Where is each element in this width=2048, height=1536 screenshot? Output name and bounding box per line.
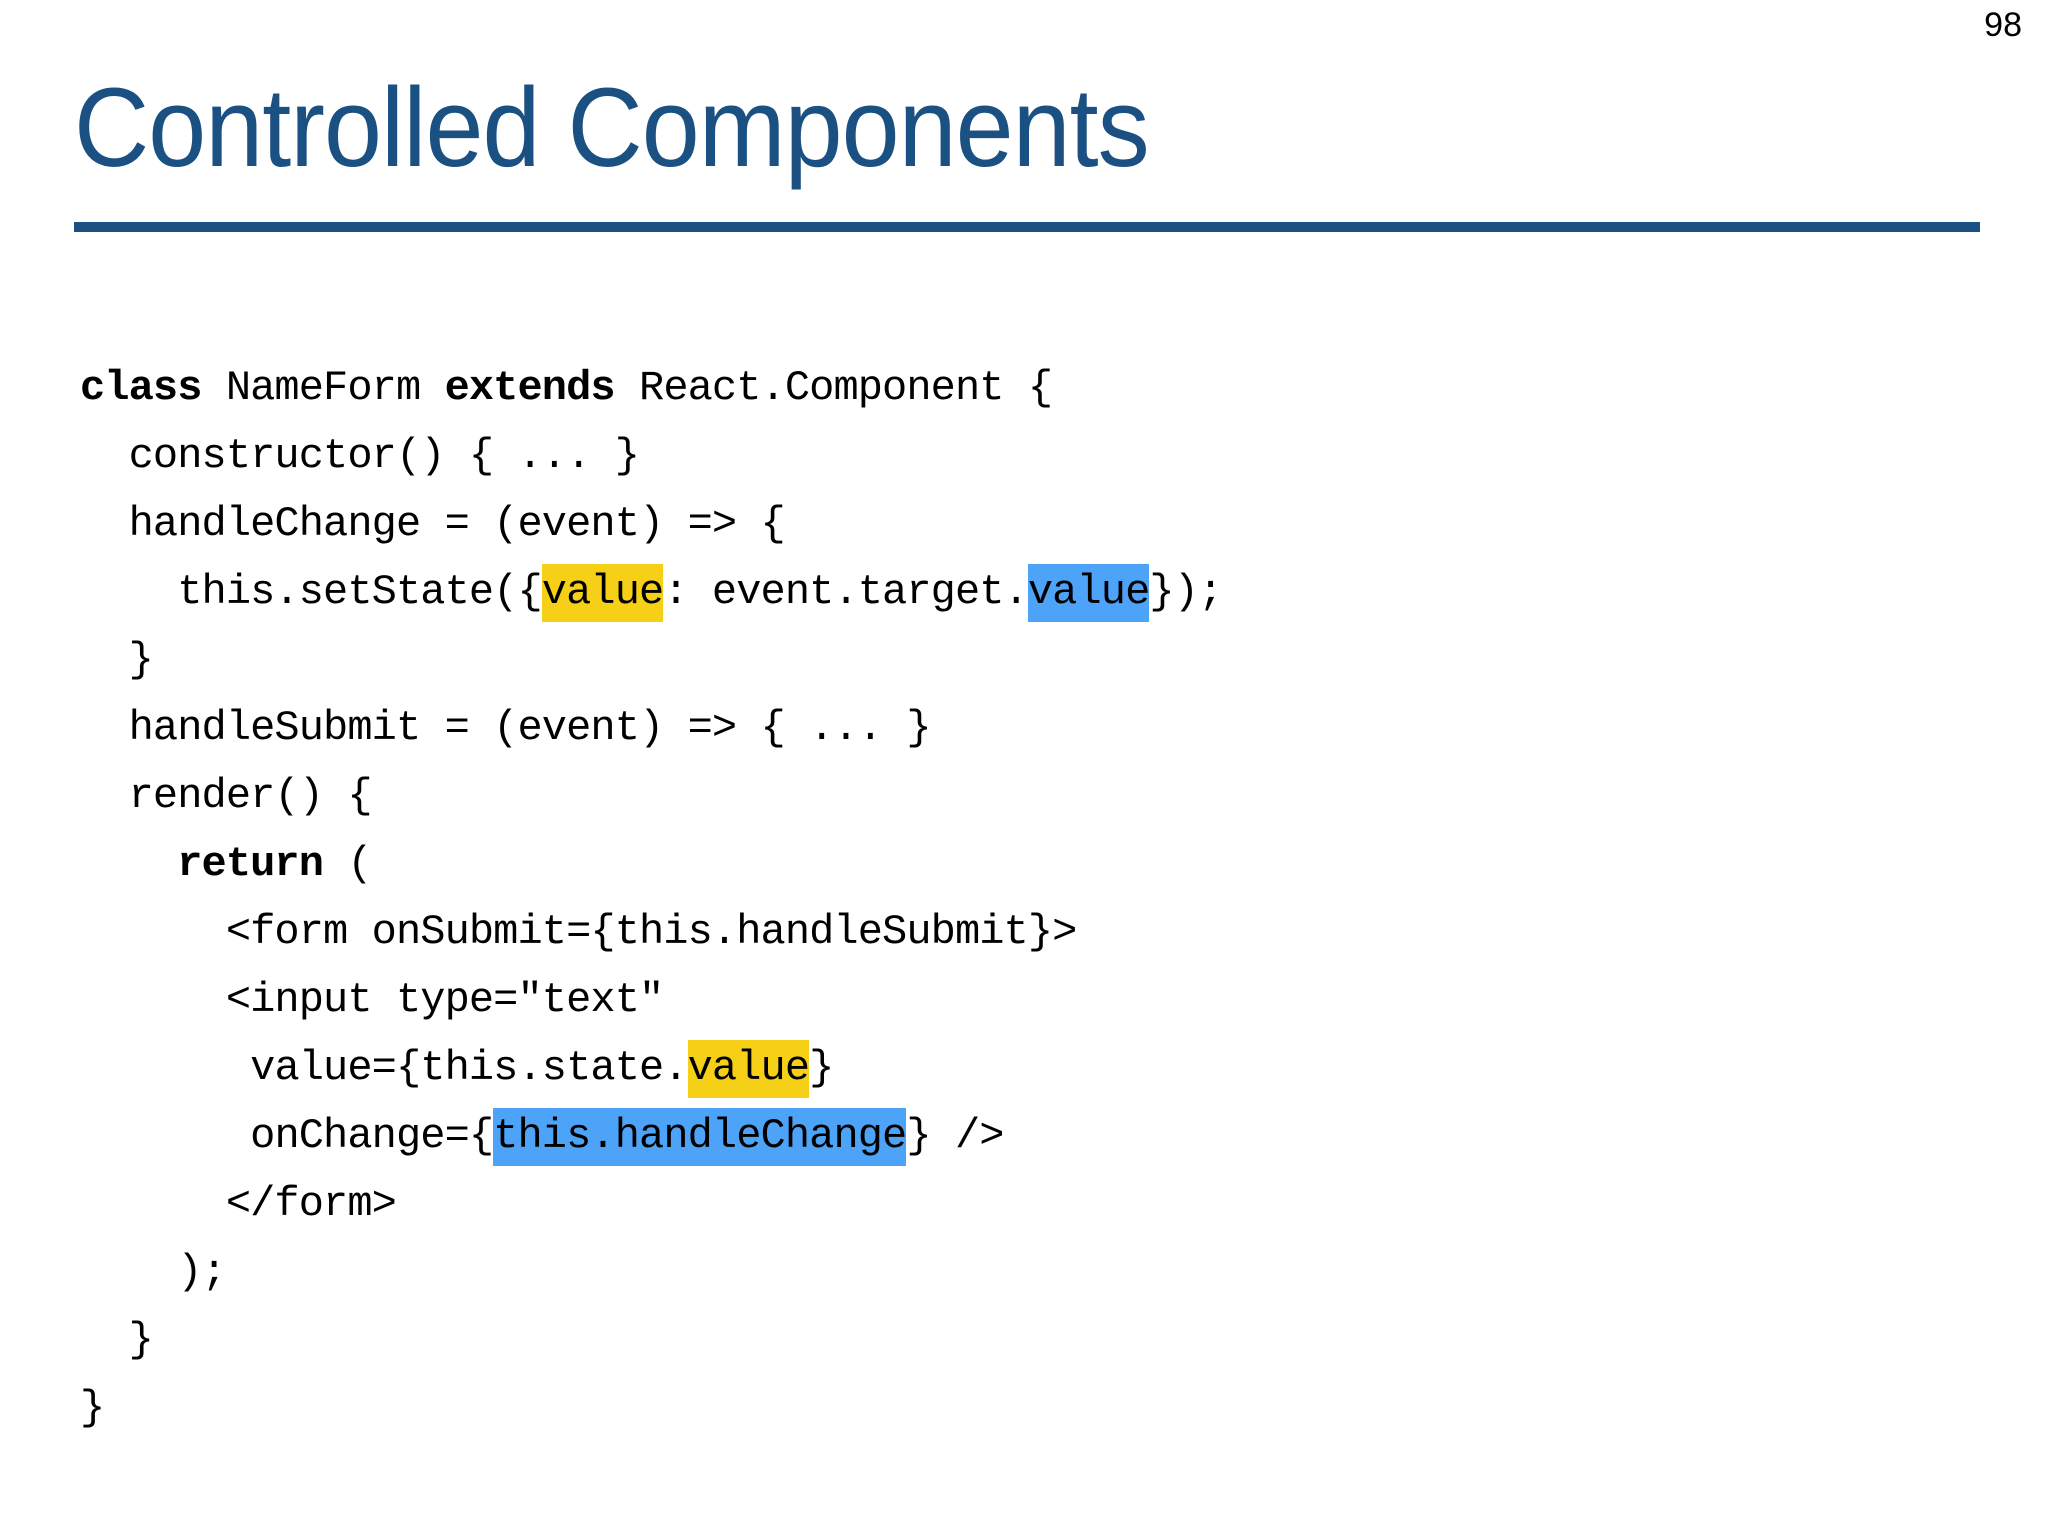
code-line: ); xyxy=(80,1238,1222,1306)
code-indent xyxy=(80,568,177,616)
code-text: : event.target. xyxy=(663,568,1028,616)
code-line: </form> xyxy=(80,1170,1222,1238)
code-block: class NameForm extends React.Component {… xyxy=(80,354,1223,1442)
code-indent xyxy=(80,772,129,820)
code-indent xyxy=(80,1044,250,1092)
code-line: <input type="text" xyxy=(80,966,1222,1034)
page-title: Controlled Components xyxy=(74,65,1150,190)
code-line: render() { xyxy=(80,762,1222,830)
highlight-blue: value xyxy=(1027,564,1150,622)
code-text: value={this.state. xyxy=(250,1044,688,1092)
code-indent xyxy=(80,1180,226,1228)
code-line: handleSubmit = (event) => { ... } xyxy=(80,694,1222,762)
code-indent xyxy=(80,976,226,1024)
code-text: } xyxy=(128,1316,154,1364)
code-indent xyxy=(80,636,129,684)
code-line: this.setState({value: event.target.value… xyxy=(80,558,1223,626)
code-indent xyxy=(80,1248,177,1296)
title-underline-rule xyxy=(74,222,1980,232)
code-text: constructor() { ... } xyxy=(128,432,640,480)
code-text: <form onSubmit={this.handleSubmit}> xyxy=(225,908,1078,956)
code-keyword: class xyxy=(80,364,226,412)
code-line: constructor() { ... } xyxy=(80,422,1222,490)
code-keyword: return xyxy=(177,840,348,888)
code-indent xyxy=(80,1112,250,1160)
code-indent xyxy=(80,704,129,752)
code-text: ); xyxy=(177,1248,227,1296)
code-text: this.setState({ xyxy=(177,568,542,616)
code-indent xyxy=(80,1316,129,1364)
code-text: handleChange = (event) => { xyxy=(128,500,786,548)
code-line: value={this.state.value} xyxy=(80,1034,1222,1102)
code-line: } xyxy=(80,1306,1222,1374)
code-text: } xyxy=(128,636,154,684)
code-text: } xyxy=(809,1044,834,1092)
page-number: 98 xyxy=(1984,6,2022,44)
code-text: handleSubmit = (event) => { ... } xyxy=(128,704,932,752)
code-text: ( xyxy=(347,840,372,888)
code-text: }); xyxy=(1149,568,1223,616)
code-line: return ( xyxy=(80,830,1222,898)
code-text: </form> xyxy=(225,1180,397,1228)
code-line: class NameForm extends React.Component { xyxy=(80,354,1222,422)
code-text: onChange={ xyxy=(250,1112,494,1160)
code-text: } /> xyxy=(906,1112,1004,1160)
highlight-yellow: value xyxy=(687,1040,810,1098)
highlight-yellow: value xyxy=(541,564,664,622)
code-text: render() { xyxy=(128,772,373,820)
code-line: onChange={this.handleChange} /> xyxy=(80,1102,1222,1170)
code-line: <form onSubmit={this.handleSubmit}> xyxy=(80,898,1222,966)
code-indent xyxy=(80,432,129,480)
highlight-blue: this.handleChange xyxy=(493,1108,907,1166)
code-line: handleChange = (event) => { xyxy=(80,490,1222,558)
code-line: } xyxy=(80,1374,1222,1442)
code-line: } xyxy=(80,626,1222,694)
code-indent xyxy=(80,840,177,888)
code-indent xyxy=(80,500,129,548)
code-text: React.Component { xyxy=(639,364,1053,412)
code-text: } xyxy=(80,1384,105,1432)
code-keyword: extends xyxy=(444,364,640,412)
code-text: NameForm xyxy=(225,364,445,412)
code-text: <input type="text" xyxy=(225,976,664,1024)
code-indent xyxy=(80,908,226,956)
